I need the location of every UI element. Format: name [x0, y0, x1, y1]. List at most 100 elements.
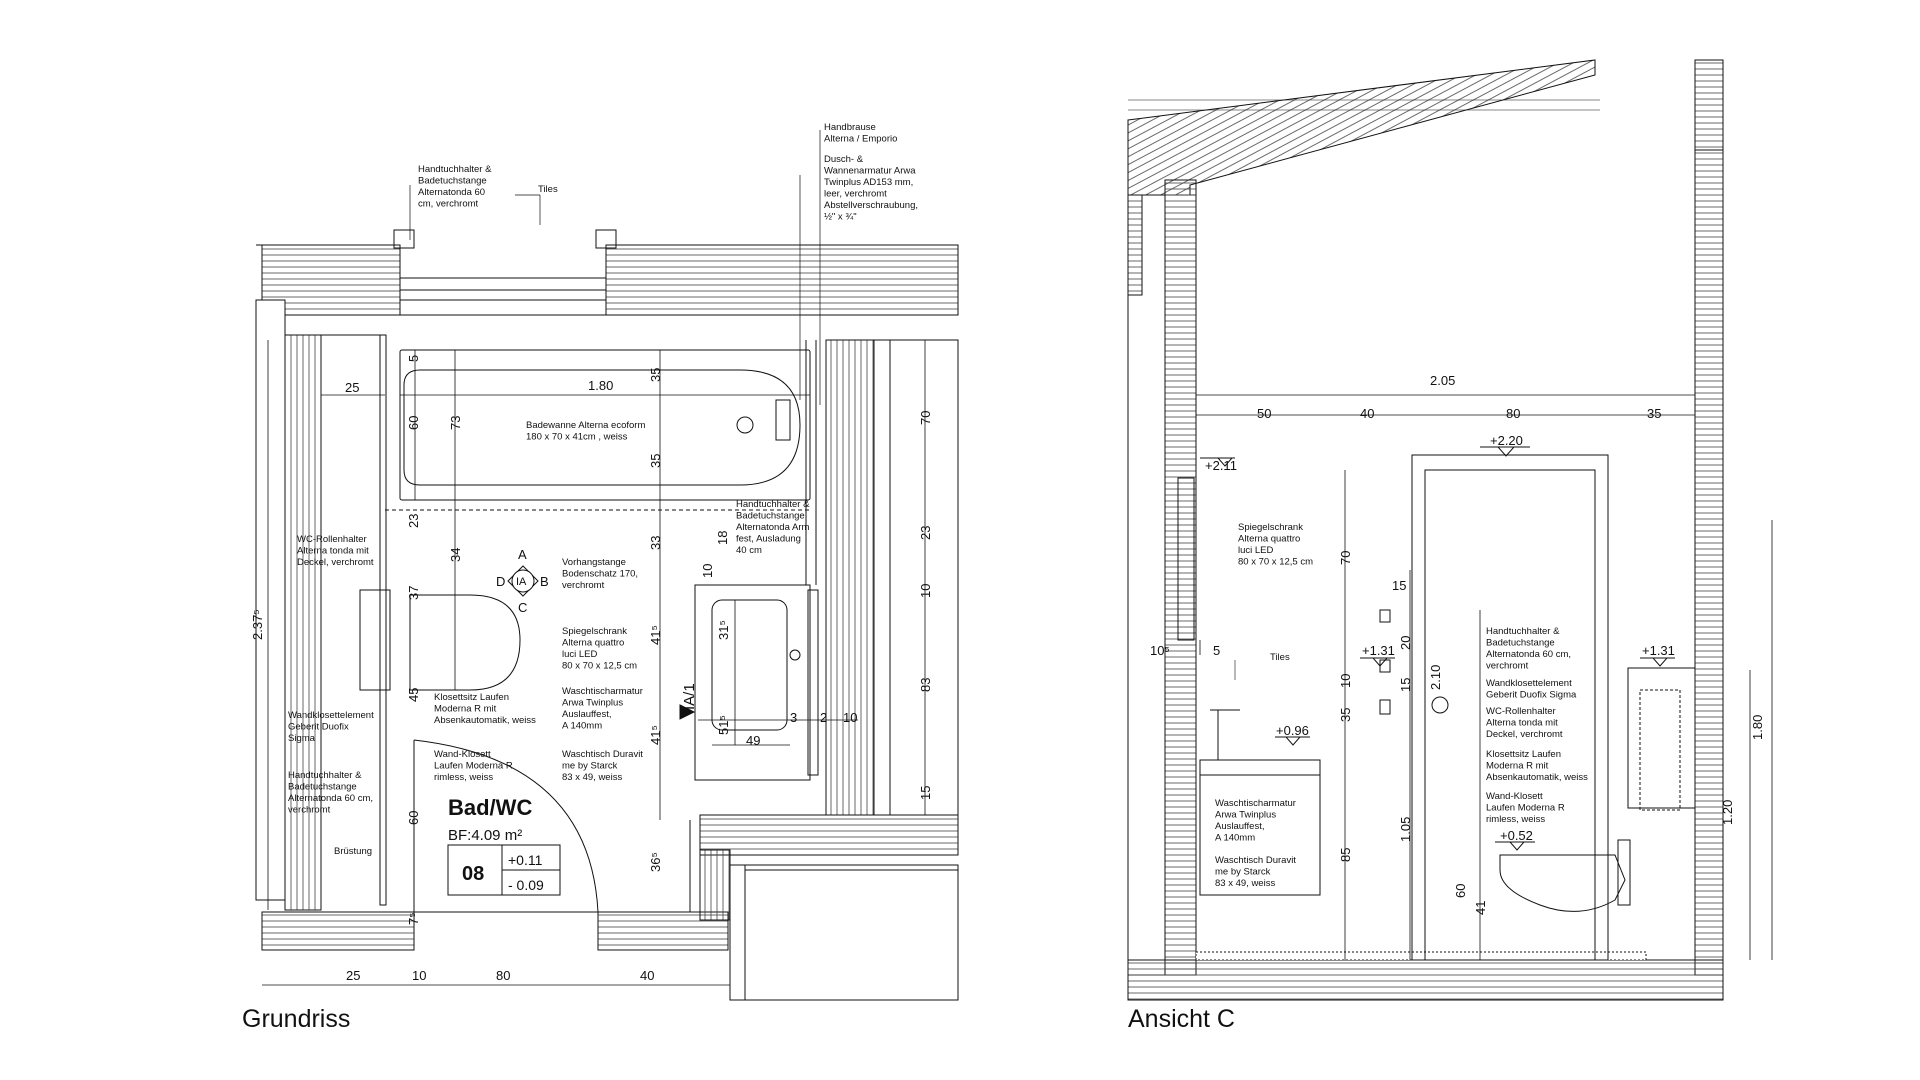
- plan-view-title: Grundriss: [242, 1005, 351, 1033]
- bathtub: [399, 349, 811, 501]
- elev-note-spiegel-line: luci LED: [1238, 545, 1274, 556]
- svg-text:60: 60: [1453, 884, 1468, 898]
- note-spiegel-line: luci LED: [562, 649, 598, 660]
- dim-r83: 83: [918, 678, 933, 692]
- room-area: BF:4.09 m²: [448, 827, 522, 844]
- note-waschtisch-line: Waschtisch Duravit: [562, 749, 643, 760]
- note-handtuch-left-line: Alternatonda 60 cm,: [288, 793, 373, 804]
- elev-note-wasch-armatur-line: Auslauffest,: [1215, 821, 1264, 832]
- svg-text:20: 20: [1398, 636, 1413, 650]
- note-tiles: Tiles: [538, 184, 558, 195]
- dim-33: 33: [648, 536, 663, 550]
- svg-text:D: D: [496, 574, 505, 589]
- svg-text:15: 15: [1398, 678, 1413, 692]
- note-klosett-sitz-line: Klosettsitz Laufen: [434, 692, 509, 703]
- svg-text:+2.20: +2.20: [1490, 433, 1523, 448]
- elevation-dimension-texts: 2.05 50 40 80 35 +2.11 +2.20 +1.31 +1.31…: [1150, 373, 1765, 915]
- note-vorhang-line: Vorhangstange: [562, 557, 626, 568]
- dim-b10: 10: [412, 968, 426, 983]
- room-number: 08: [462, 863, 484, 885]
- dim-b80: 80: [496, 968, 510, 983]
- dim-60b: 60: [406, 811, 421, 825]
- note-armatur-line: Dusch- &: [824, 154, 864, 165]
- elev-note-waschtisch-line: me by Starck: [1215, 867, 1271, 878]
- dim-10b: 10: [843, 710, 857, 725]
- view-ref-label: IA/1: [681, 683, 698, 710]
- note-spiegel-line: Spiegelschrank: [562, 626, 627, 637]
- svg-text:80: 80: [1506, 406, 1520, 421]
- note-armatur-line: Wannenarmatur Arwa: [824, 166, 916, 177]
- elevation-view: [1127, 59, 1773, 1001]
- dim-b40: 40: [640, 968, 654, 983]
- dim-18: 18: [715, 531, 730, 545]
- svg-text:B: B: [540, 574, 549, 589]
- note-handtuch-arm-line: Badetuchstange: [736, 511, 805, 522]
- dim-415a: 41⁵: [648, 625, 663, 645]
- plan-dimension-texts: 25 1.80 35 35 5 60 73 23 34 33 18 10 37 …: [250, 355, 933, 983]
- note-wasch-armatur-line: Waschtischarmatur: [562, 686, 643, 697]
- note-armatur-line: ½" x ¾": [824, 212, 857, 223]
- dim-10a: 10: [700, 564, 715, 578]
- dim-45: 45: [406, 688, 421, 702]
- elev-note-waschtisch-line: 83 x 49, weiss: [1215, 878, 1275, 889]
- note-handtuch-arm-line: Handtuchhalter &: [736, 499, 810, 510]
- svg-text:2.10: 2.10: [1428, 665, 1443, 690]
- elev-note-tiles: Tiles: [1270, 652, 1290, 663]
- note-wasch-armatur-line: Auslauffest,: [562, 709, 611, 720]
- dim-73: 73: [448, 416, 463, 430]
- note-waschtisch-line: 83 x 49, weiss: [562, 772, 622, 783]
- section-marker-labels: A C D B IA IA/1: [496, 547, 698, 710]
- dim-3: 3: [790, 710, 797, 725]
- note-badewanne-line: 180 x 70 x 41cm , weiss: [526, 432, 628, 443]
- dim-35a: 35: [648, 368, 663, 382]
- dim-r23: 23: [918, 526, 933, 540]
- dim-r70: 70: [918, 411, 933, 425]
- svg-text:1.20: 1.20: [1720, 800, 1735, 825]
- dim-b25: 25: [346, 968, 360, 983]
- dim-515: 51⁵: [716, 715, 731, 735]
- note-vorhang-line: verchromt: [562, 580, 605, 591]
- note-handtuch-arm-line: Alternatonda Arm: [736, 522, 809, 533]
- view-arrow: [679, 704, 696, 720]
- note-wandklosett-element-line: Wandklosettelement: [288, 710, 374, 721]
- room-level-top: +0.11: [508, 852, 543, 868]
- svg-text:5: 5: [1213, 643, 1220, 658]
- svg-text:40: 40: [1360, 406, 1374, 421]
- note-wand-klosett-line: Wand-Klosett: [434, 749, 491, 760]
- note-handtuch-arm-line: 40 cm: [736, 545, 762, 556]
- washbasin: [694, 584, 819, 781]
- elev-note-wasch-armatur-line: Waschtischarmatur: [1215, 798, 1296, 809]
- svg-text:+0.96: +0.96: [1276, 723, 1309, 738]
- left-wall: [255, 299, 387, 911]
- dim-5: 5: [406, 355, 421, 362]
- note-klosett-sitz-line: Absenkautomatik, weiss: [434, 715, 536, 726]
- dim-365: 36⁵: [648, 852, 663, 872]
- dim-180: 1.80: [588, 378, 613, 393]
- elev-note-spiegel-line: Spiegelschrank: [1238, 522, 1303, 533]
- svg-text:2.05: 2.05: [1430, 373, 1455, 388]
- dim-49: 49: [746, 733, 760, 748]
- elev-note-wasch-armatur-line: Arwa Twinplus: [1215, 810, 1276, 821]
- note-wc-rollen-line: WC-Rollenhalter: [297, 534, 367, 545]
- note-bruestung: Brüstung: [334, 846, 372, 857]
- svg-text:15: 15: [1392, 578, 1406, 593]
- note-wand-klosett-line: rimless, weiss: [434, 772, 493, 783]
- svg-text:+2.11: +2.11: [1205, 458, 1237, 473]
- dim-r15: 15: [918, 786, 933, 800]
- note-waschtisch-line: me by Starck: [562, 761, 618, 772]
- svg-text:C: C: [518, 600, 527, 615]
- elev-note-waschtisch-line: Waschtisch Duravit: [1215, 855, 1296, 866]
- note-handtuch-left-line: Badetuchstange: [288, 782, 357, 793]
